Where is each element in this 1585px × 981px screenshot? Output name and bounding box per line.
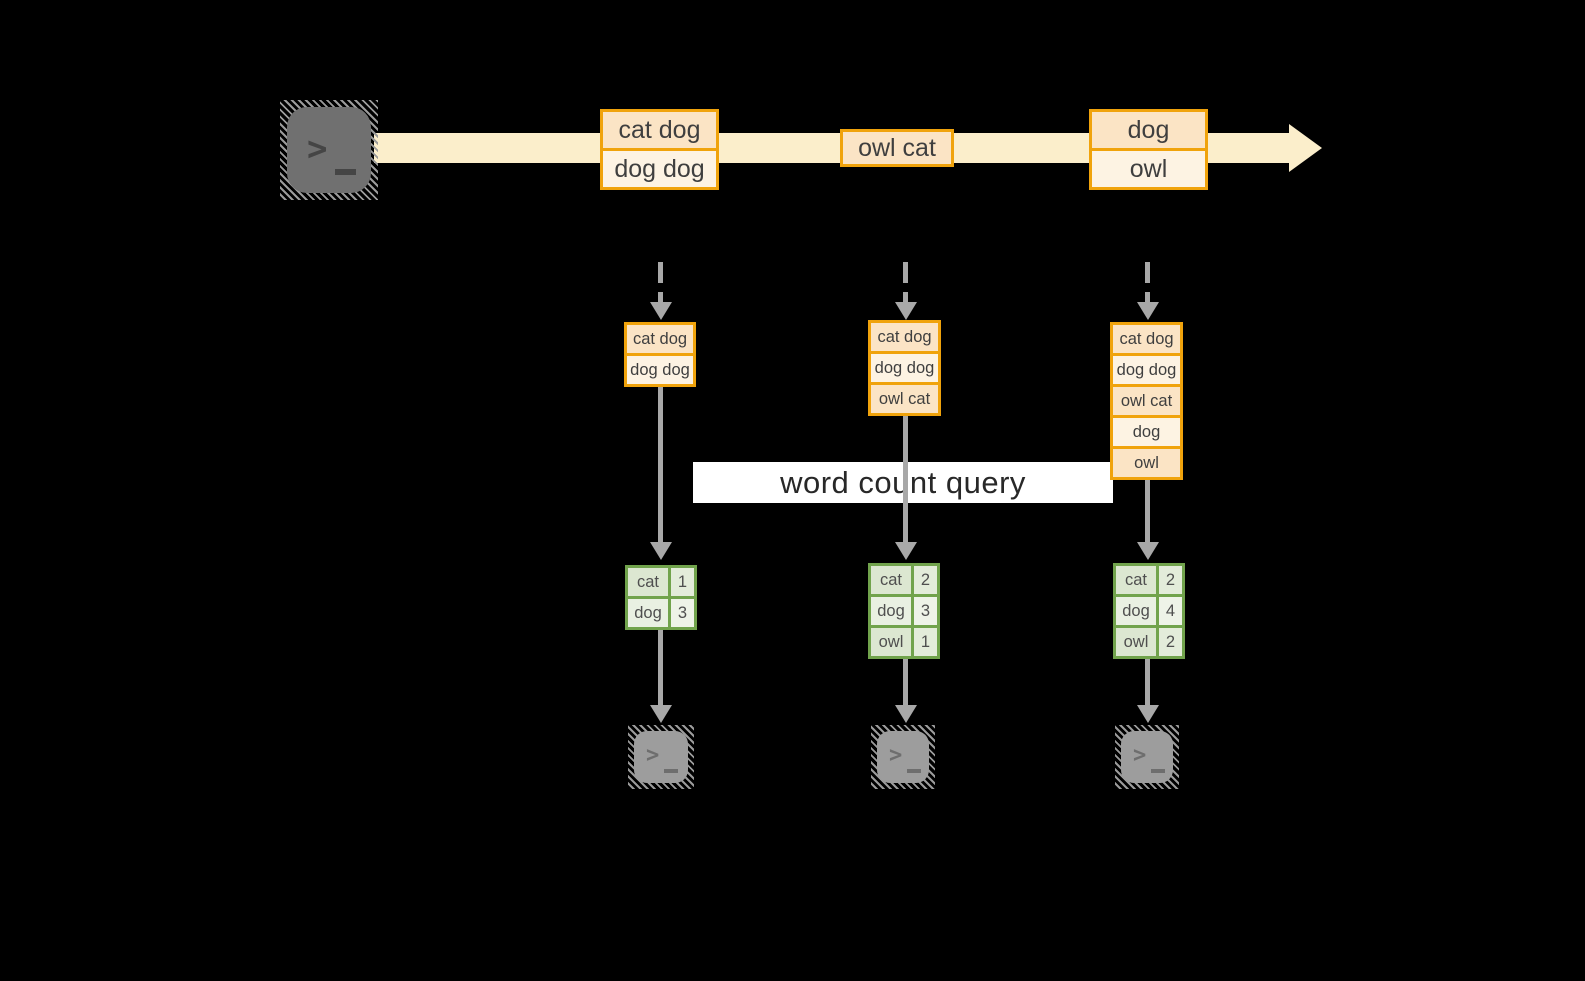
terminal-body: >: [287, 107, 371, 193]
word-cell: owl: [871, 628, 911, 656]
cursor-underscore-icon: [1151, 769, 1165, 773]
dashed-arrow-head-icon: [650, 302, 672, 320]
prompt-glyph: >: [307, 129, 328, 169]
state-row: owl: [1113, 449, 1180, 477]
word-cell: dog: [1116, 597, 1156, 625]
dashed-arrow-line: [658, 262, 663, 302]
count-cell: 1: [671, 568, 694, 596]
word-cell: cat: [628, 568, 668, 596]
terminal-source-icon: >: [280, 100, 378, 200]
state-box-3: cat dog dog dog owl cat dog owl: [1110, 322, 1183, 480]
word-cell: dog: [871, 597, 911, 625]
terminal-sink-icon-1: >: [628, 725, 694, 789]
state-row: dog: [1113, 418, 1180, 446]
dashed-arrow-line: [903, 262, 908, 302]
terminal-body: >: [877, 731, 929, 783]
event-row: cat dog: [603, 112, 716, 148]
output-arrow-head-icon: [650, 705, 672, 723]
count-cell: 2: [1159, 566, 1182, 594]
dashed-arrow-head-icon: [895, 302, 917, 320]
table-row: dog 3: [871, 597, 937, 625]
dashed-arrow-head-icon: [1137, 302, 1159, 320]
table-row: dog 3: [628, 599, 694, 627]
terminal-sink-icon-2: >: [871, 725, 935, 789]
stream-event-1: cat dog dog dog: [600, 109, 719, 190]
count-cell: 4: [1159, 597, 1182, 625]
state-row: owl cat: [871, 385, 938, 413]
cursor-underscore-icon: [335, 169, 356, 175]
query-label: word count query: [780, 464, 1026, 500]
word-cell: dog: [628, 599, 668, 627]
query-arrow-line: [903, 414, 908, 542]
output-arrow-head-icon: [895, 705, 917, 723]
state-row: owl cat: [1113, 387, 1180, 415]
output-arrow-head-icon: [1137, 705, 1159, 723]
state-row: dog dog: [871, 354, 938, 382]
count-cell: 2: [1159, 628, 1182, 656]
output-arrow-line: [658, 630, 663, 705]
table-row: dog 4: [1116, 597, 1182, 625]
query-arrow-head-icon: [895, 542, 917, 560]
stream-event-3: dog owl: [1089, 109, 1208, 190]
terminal-body: >: [634, 731, 688, 783]
table-row: owl 1: [871, 628, 937, 656]
output-arrow-line: [903, 659, 908, 705]
table-row: cat 1: [628, 568, 694, 596]
table-row: owl 2: [1116, 628, 1182, 656]
state-box-2: cat dog dog dog owl cat: [868, 320, 941, 416]
word-cell: owl: [1116, 628, 1156, 656]
cursor-underscore-icon: [907, 769, 921, 773]
terminal-sink-icon-3: >: [1115, 725, 1179, 789]
prompt-glyph: >: [889, 743, 903, 768]
event-row: owl: [1092, 151, 1205, 187]
stream-arrowhead: [1289, 124, 1322, 172]
count-cell: 1: [914, 628, 937, 656]
state-box-1: cat dog dog dog: [624, 322, 696, 387]
count-cell: 3: [671, 599, 694, 627]
count-cell: 3: [914, 597, 937, 625]
result-table-1: cat 1 dog 3: [625, 565, 697, 630]
event-row: dog dog: [603, 151, 716, 187]
stream-event-2: owl cat: [840, 129, 954, 167]
state-row: dog dog: [1113, 356, 1180, 384]
query-arrow-line: [658, 387, 663, 542]
prompt-glyph: >: [1133, 743, 1147, 768]
state-row: cat dog: [627, 325, 693, 353]
event-row: dog: [1092, 112, 1205, 148]
table-row: cat 2: [871, 566, 937, 594]
state-row: dog dog: [627, 356, 693, 384]
cursor-underscore-icon: [664, 769, 678, 773]
query-arrow-line: [1145, 480, 1150, 542]
output-arrow-line: [1145, 659, 1150, 705]
word-cell: cat: [871, 566, 911, 594]
table-row: cat 2: [1116, 566, 1182, 594]
count-cell: 2: [914, 566, 937, 594]
state-row: cat dog: [1113, 325, 1180, 353]
event-row: owl cat: [843, 132, 951, 164]
state-row: cat dog: [871, 323, 938, 351]
result-table-3: cat 2 dog 4 owl 2: [1113, 563, 1185, 659]
result-table-2: cat 2 dog 3 owl 1: [868, 563, 940, 659]
prompt-glyph: >: [646, 743, 660, 768]
query-arrow-head-icon: [650, 542, 672, 560]
dashed-arrow-line: [1145, 262, 1150, 302]
terminal-body: >: [1121, 731, 1173, 783]
word-cell: cat: [1116, 566, 1156, 594]
query-arrow-head-icon: [1137, 542, 1159, 560]
